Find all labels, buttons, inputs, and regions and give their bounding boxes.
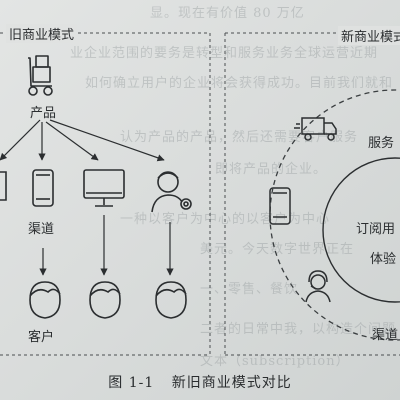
bleed-through-line: 二者的日常中我，以构造个问题	[200, 322, 397, 337]
figure-title: 新旧商业模式对比	[171, 375, 292, 391]
channel-label: 渠道	[28, 222, 55, 237]
customer-label: 客户	[28, 330, 55, 345]
customer-face-icon	[29, 281, 61, 319]
channel-label-right: 渠道	[372, 328, 399, 343]
customer-face-icon	[89, 281, 121, 319]
new-model-frame	[224, 32, 400, 356]
outer-dashed-circle	[269, 89, 400, 341]
subscription-label: 订阅用	[356, 222, 396, 237]
figure-caption: 图 1-1 新旧商业模式对比	[0, 372, 400, 392]
customer-face-icon	[155, 281, 187, 319]
old-model-title: 旧商业模式	[6, 24, 78, 43]
support-agent-icon	[305, 270, 331, 303]
person-with-gear-icon	[151, 171, 192, 213]
experience-label: 体验	[370, 252, 397, 267]
delivery-truck-icon	[294, 117, 337, 141]
monitor-icon	[83, 169, 125, 207]
inner-circle	[322, 157, 400, 303]
channel-to-customer-arrows	[39, 215, 174, 276]
partial-device-icon	[0, 171, 7, 201]
product-label: 产品	[30, 106, 57, 121]
product-fanout-arrows	[0, 119, 165, 162]
bleed-through-line: 一、零售、餐饮	[200, 282, 299, 297]
service-label: 服务	[368, 136, 395, 151]
figure-number: 图 1-1	[108, 375, 155, 391]
old-model-frame	[0, 32, 211, 356]
bleed-through-line: 显。现在有价值 80 万亿	[150, 6, 305, 21]
hand-truck-boxes-icon	[28, 55, 53, 96]
bleed-through-line: 业企业范围的要务是转型和服务业务全球运营近期	[70, 46, 379, 61]
new-model-title: 新商业模式	[338, 26, 400, 45]
bleed-through-line: 如何确立用户的企业将会获得成功。目前我们就和	[85, 76, 394, 91]
bleed-through-line: 美元。今天数字世界正在	[200, 242, 355, 257]
smartphone-icon	[32, 169, 54, 207]
bleed-through-line: 认为产品的产品，然后还需要客户服务	[120, 130, 359, 145]
smartphone-icon-right	[269, 187, 291, 225]
bleed-through-line: 即将产品的企业。	[215, 162, 328, 177]
bleed-through-line: 文本（subscription）	[200, 354, 350, 369]
